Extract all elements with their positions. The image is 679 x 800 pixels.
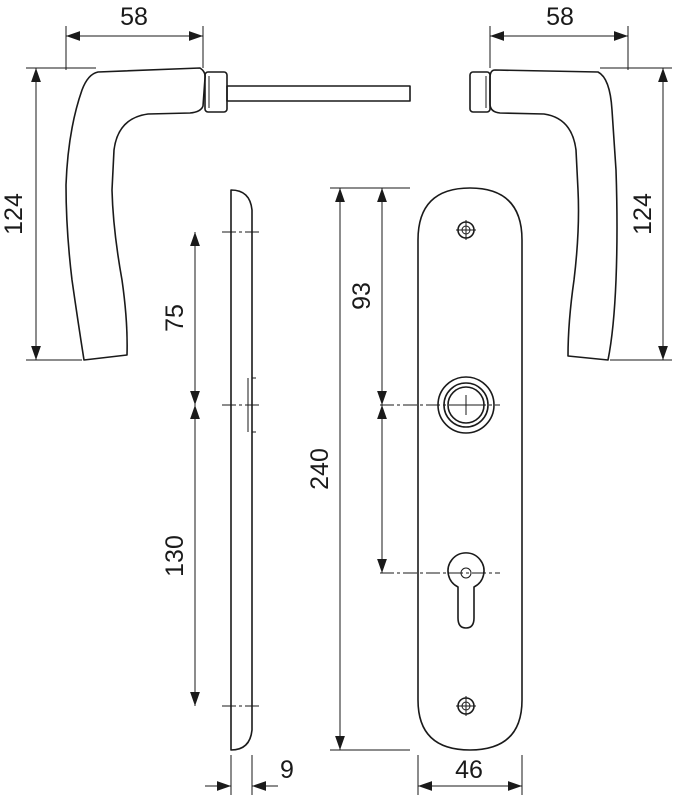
plate-front-view — [380, 187, 523, 751]
top-screw-hole — [456, 220, 476, 240]
lower-spacing-label: 130 — [161, 535, 189, 577]
right-lever-width-label: 58 — [546, 3, 574, 31]
dimension-plate-height: 240 — [306, 187, 410, 751]
right-lever-height-label: 124 — [629, 193, 657, 235]
plate-thickness-label: 9 — [280, 756, 294, 784]
plate-height-label: 240 — [306, 448, 334, 490]
dimension-plate-thickness: 9 — [205, 755, 294, 795]
dimension-left-lever-width: 58 — [65, 3, 204, 70]
bottom-screw-hole — [456, 696, 476, 716]
dimension-right-lever-width: 58 — [489, 3, 629, 70]
plate-width-label: 46 — [455, 756, 483, 784]
dimension-lever-to-key: 93 — [348, 188, 387, 573]
dimension-lower-spacing: 130 — [161, 405, 200, 706]
lever-to-key-label: 93 — [348, 282, 376, 310]
dimension-left-lever-height: 124 — [0, 67, 96, 361]
keyhole — [447, 552, 485, 629]
left-lever-width-label: 58 — [120, 3, 148, 31]
plate-side-view — [222, 189, 262, 751]
dimension-upper-spacing: 75 — [161, 232, 200, 405]
left-lever-handle — [65, 67, 411, 361]
upper-spacing-label: 75 — [161, 304, 189, 332]
dimension-plate-width: 46 — [417, 755, 523, 795]
left-lever-height-label: 124 — [0, 193, 28, 235]
right-lever-handle — [469, 69, 618, 361]
dimension-right-lever-height: 124 — [600, 67, 672, 361]
